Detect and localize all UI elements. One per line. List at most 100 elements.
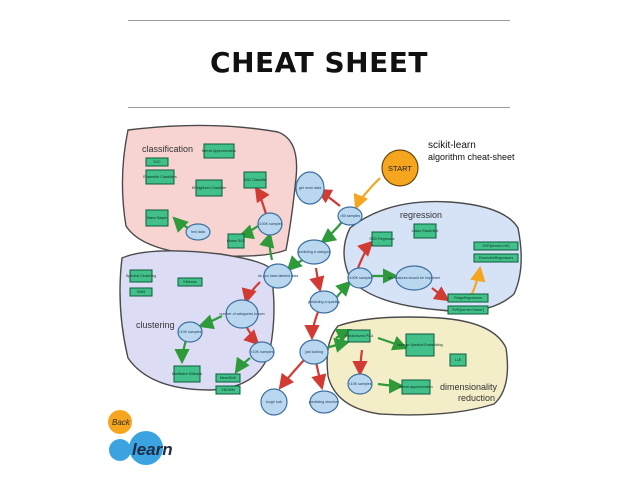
node-lt10k-dim: <10K samples: [347, 373, 373, 395]
svg-text:get more data: get more data: [299, 186, 321, 190]
arrow-pca-lt10k: [352, 349, 368, 377]
algo-ensemble-class: Ensemble Classifiers: [143, 169, 177, 185]
node-more-data: get more data: [295, 171, 325, 205]
svg-text:Spectral Clustering: Spectral Clustering: [126, 274, 156, 278]
svg-text:kernel approximation: kernel approximation: [399, 385, 432, 389]
algo-isomap: Isomap Spectral Embedding: [397, 333, 443, 357]
arrow-category-quantity: [309, 267, 325, 293]
node-text: text data: [185, 223, 211, 241]
svg-text:Isomap Spectral Embedding: Isomap Spectral Embedding: [397, 343, 442, 347]
algo-kmeans: KMeans: [177, 277, 203, 287]
arrow-text-naive: [172, 216, 189, 233]
svg-text:KMeans: KMeans: [183, 280, 196, 284]
svg-text:RidgeRegression: RidgeRegression: [454, 296, 482, 300]
dimensionality-region: [326, 316, 509, 416]
cheat-sheet-diagram: classification clustering regression dim…: [119, 124, 522, 416]
start-node: START: [381, 149, 419, 187]
header-line-1: scikit-learn: [428, 140, 476, 151]
top-rule: [128, 20, 510, 21]
algo-meanshift: MeanShift: [215, 373, 241, 383]
arrow-ridge-ensemble: [470, 265, 486, 295]
svg-text:SVC: SVC: [153, 160, 161, 164]
arrow-start-gt50: [353, 177, 381, 211]
logo-blue-circle: [129, 431, 163, 465]
algo-gmm: GMM: [129, 287, 153, 297]
svg-text:VBGMM: VBGMM: [221, 388, 235, 392]
algo-spectral: Spectral Clustering: [126, 269, 156, 283]
algo-kernel-approx: Kernel Approximation: [202, 143, 236, 159]
regression-label: regression: [400, 210, 442, 220]
algo-vbgmm: VBGMM: [215, 385, 241, 395]
arrow-lt10k2-meanshift: [234, 356, 251, 374]
node-structure: predicting structure: [309, 390, 339, 414]
clustering-label: clustering: [136, 320, 175, 330]
arrow-few-ridge: [431, 286, 450, 302]
decision-nodes: get more data >50 samples predicting a c…: [177, 171, 440, 416]
svg-text:MiniBatch KMeans: MiniBatch KMeans: [172, 372, 202, 376]
algo-minibatch: MiniBatch KMeans: [172, 365, 202, 383]
dimensionality-label-1: dimensionality: [440, 382, 498, 392]
arrow-pca-isomap: [377, 335, 409, 351]
algo-pca: Randomized PCA: [345, 329, 374, 343]
svg-text:Naive Bayes: Naive Bayes: [147, 216, 167, 220]
back-to-learn-logo: Back learn: [108, 410, 173, 465]
algo-svr-rbf: SVR(kernel='rbf'): [473, 241, 519, 251]
logo-orange-dot: [108, 410, 132, 434]
node-gt50: >50 samples: [337, 206, 363, 226]
arrow-lt100k-sgd: [254, 186, 270, 215]
algo-lle: LLE: [449, 353, 467, 367]
algo-svr-linear: SVR(kernel='linear'): [447, 305, 489, 315]
node-lt100k-class: <100K samples: [257, 212, 283, 236]
svg-text:KNeighbors Classifier: KNeighbors Classifier: [192, 186, 227, 190]
svg-text:<10K samples: <10K samples: [251, 350, 274, 354]
svg-text:predicting a quantity: predicting a quantity: [308, 300, 340, 304]
svg-text:Randomized PCA: Randomized PCA: [345, 334, 374, 338]
algo-linear-svc: Linear SVC: [227, 233, 246, 249]
algo-naive-bayes: Naive Bayes: [145, 209, 169, 227]
svg-text:few features should be importa: few features should be important: [388, 276, 440, 280]
svg-text:predicting a category: predicting a category: [297, 250, 331, 254]
arrow-quantity-looking: [304, 311, 320, 341]
node-lt10k-clu2: <10K samples: [249, 341, 275, 363]
node-lt10k-clu: <10K samples: [177, 321, 203, 343]
node-quantity: predicting a quantity: [308, 290, 340, 314]
svg-text:Kernel Approximation: Kernel Approximation: [202, 149, 236, 153]
svg-text:Ensemble Classifiers: Ensemble Classifiers: [143, 175, 177, 179]
node-looking: just looking: [299, 339, 329, 365]
svg-text:SGD Classifier: SGD Classifier: [243, 178, 267, 182]
svg-text:Lasso ElasticNet: Lasso ElasticNet: [412, 229, 439, 233]
algo-sgd-reg: SGD Regressor: [369, 231, 395, 247]
svg-text:<100K samples: <100K samples: [348, 276, 373, 280]
svg-text:START: START: [388, 164, 412, 173]
svg-text:<100K samples: <100K samples: [258, 222, 283, 226]
svg-text:MeanShift: MeanShift: [220, 376, 236, 380]
header-line-2: algorithm cheat-sheet: [428, 152, 515, 162]
node-category: predicting a category: [297, 239, 331, 265]
arrow-looking-tough: [278, 359, 305, 390]
svg-text:number of categories known: number of categories known: [219, 312, 264, 316]
svg-text:SVR(kernel='rbf'): SVR(kernel='rbf'): [482, 244, 509, 248]
node-tough: tough luck: [260, 388, 288, 416]
logo-blue-dot: [109, 439, 131, 461]
svg-text:SGD Regressor: SGD Regressor: [369, 237, 395, 241]
arrow-lt100k-reg-sgdreg: [356, 240, 374, 269]
svg-text:text data: text data: [191, 230, 205, 234]
algo-kneighbors: KNeighbors Classifier: [192, 179, 227, 197]
dimensionality-label-2: reduction: [458, 393, 495, 403]
bottom-rule: [128, 107, 510, 108]
classification-label: classification: [142, 144, 193, 154]
node-num-cat: number of categories known: [219, 299, 265, 329]
algo-ensemble-reg: EnsembleRegressors: [473, 253, 519, 263]
svg-text:<10K samples: <10K samples: [349, 382, 372, 386]
arrow-lt10k-kernel: [377, 378, 405, 394]
logo-word-learn: learn: [132, 440, 173, 459]
algorithm-boxes: Kernel Approximation SVC Ensemble Classi…: [126, 143, 519, 395]
arrow-quantity-lt100k: [335, 280, 352, 299]
svg-text:Linear SVC: Linear SVC: [227, 239, 246, 243]
algo-sgd-class: SGD Classifier: [243, 171, 268, 189]
svg-text:LLE: LLE: [455, 358, 462, 362]
svg-text:>50 samples: >50 samples: [340, 214, 361, 218]
algo-kernel-approx2: kernel approximation: [399, 379, 433, 395]
arrow-lt10k-kmeans: [174, 339, 190, 365]
algo-svc: SVC: [145, 157, 169, 167]
